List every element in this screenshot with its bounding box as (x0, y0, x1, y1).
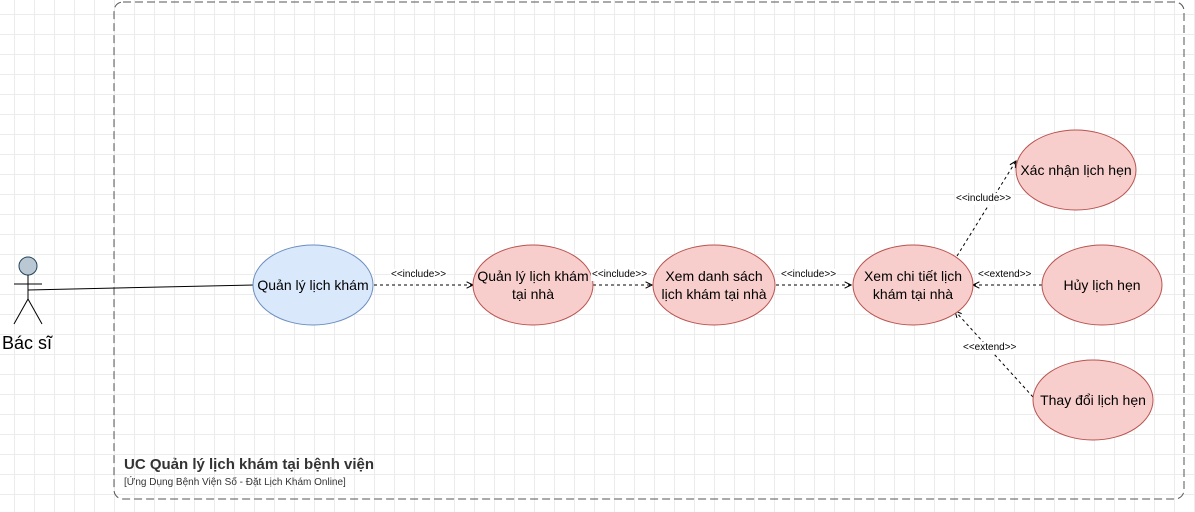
actor-right-leg (27, 298, 43, 325)
association-line (27, 284, 255, 291)
system-subtitle: [Ứng Dụng Bệnh Viện Số - Đặt Lịch Khám O… (124, 477, 346, 488)
system-title: UC Quản lý lịch khám tại bệnh viện (124, 456, 375, 473)
actor-head (18, 256, 38, 276)
usecase-view-detail[interactable] (852, 244, 974, 326)
system-boundary (113, 1, 1185, 500)
usecase-cancel[interactable] (1041, 244, 1163, 326)
actor-label: Bác sĩ (2, 333, 53, 353)
actor-doctor[interactable] (13, 256, 43, 325)
usecase-manage-home[interactable] (472, 244, 594, 326)
usecase-manage-schedule[interactable] (252, 244, 374, 326)
usecase-change[interactable] (1032, 359, 1154, 441)
relation-label-include-3: <<include>> (780, 269, 838, 281)
edge-include-4 (956, 161, 1016, 257)
relation-label-include-1: <<include>> (390, 269, 448, 281)
relation-label-include-2: <<include>> (591, 269, 649, 281)
edge-extend-2 (955, 311, 1034, 398)
usecase-confirm[interactable] (1015, 129, 1137, 211)
usecase-view-list[interactable] (652, 244, 776, 326)
relation-label-extend-1: <<extend>> (977, 269, 1033, 281)
relation-label-extend-2: <<extend>> (962, 342, 1018, 354)
actor-left-leg (13, 298, 29, 325)
relation-label-include-4: <<include>> (955, 193, 1013, 205)
